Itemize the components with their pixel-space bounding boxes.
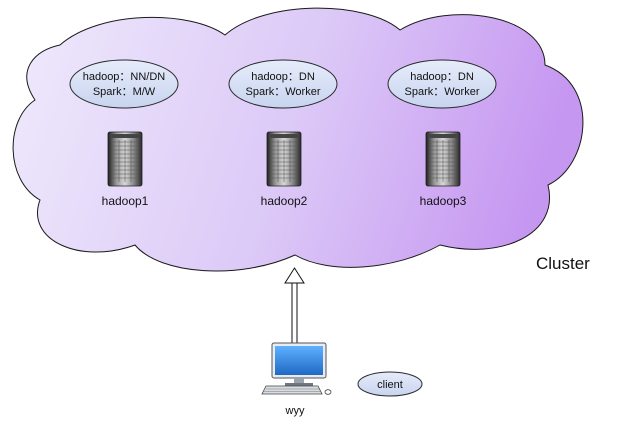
server-icon: [425, 131, 461, 187]
role-ellipse-hadoop3: hadoop：DN Spark：Worker: [387, 59, 497, 109]
role-spark-label: Spark：Worker: [405, 86, 480, 98]
server-name-label: hadoop1: [102, 194, 149, 208]
server-icon: [266, 131, 302, 187]
role-ellipse-hadoop1: hadoop：NN/DN Spark：M/W: [69, 59, 179, 109]
role-ellipse-hadoop2: hadoop：DN Spark：Worker: [228, 59, 338, 109]
role-hadoop-label: hadoop：DN: [410, 71, 474, 83]
client-host-label: wyy: [285, 405, 305, 417]
server-icon: [107, 131, 143, 187]
cluster-label: Cluster: [536, 254, 590, 273]
role-hadoop-label: hadoop：NN/DN: [83, 71, 166, 83]
computer-icon: [261, 342, 332, 395]
role-hadoop-label: hadoop：DN: [251, 71, 315, 83]
client-tag-label: client: [377, 379, 403, 391]
client-tag: client: [357, 371, 423, 397]
role-spark-label: Spark：M/W: [93, 86, 156, 98]
server-name-label: hadoop3: [420, 194, 467, 208]
role-spark-label: Spark：Worker: [246, 86, 321, 98]
connection-arrow: [284, 267, 305, 343]
server-name-label: hadoop2: [261, 194, 308, 208]
